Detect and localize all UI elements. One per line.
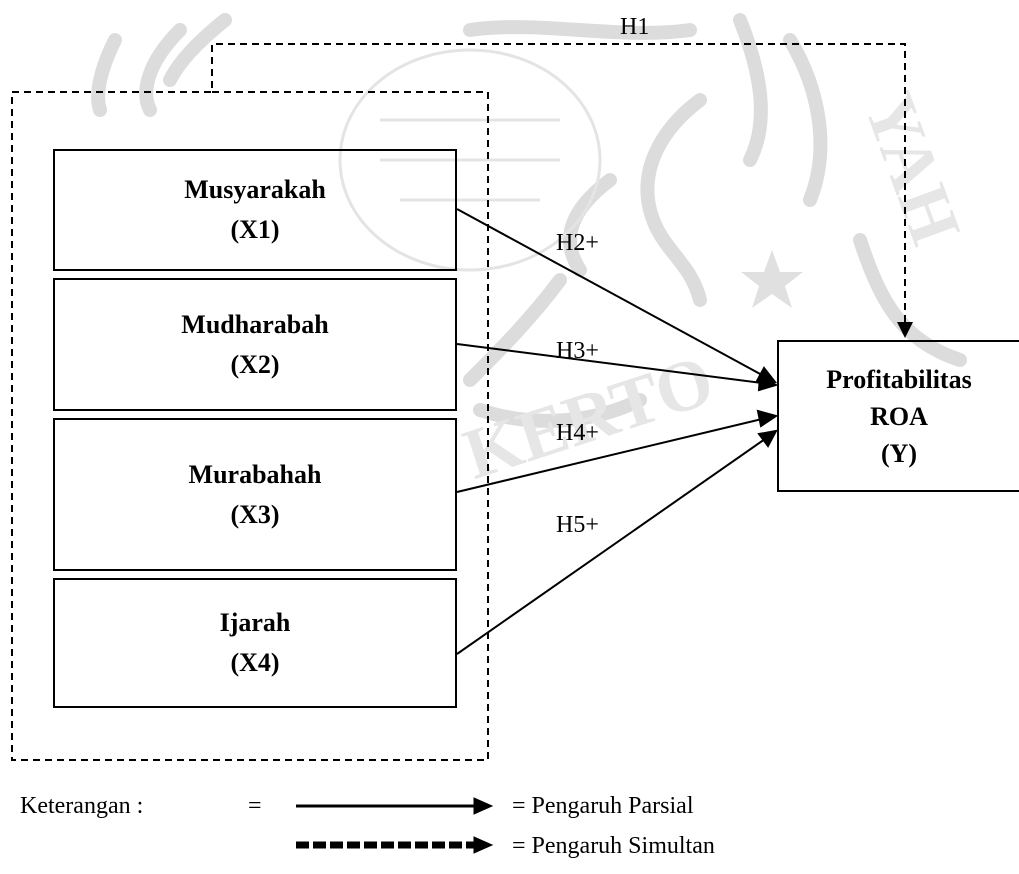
variable-name: Mudharabah bbox=[181, 309, 329, 339]
simultaneous-arrowhead bbox=[897, 322, 913, 338]
variable-box-musyarakah: Musyarakah (X1) bbox=[53, 149, 457, 271]
legend-simultaneous-label: = Pengaruh Simultan bbox=[512, 833, 715, 859]
variable-name: Musyarakah bbox=[184, 175, 326, 204]
hypothesis-label-h2: H2+ bbox=[556, 230, 599, 256]
variable-box-mudharabah: Mudharabah (X2) bbox=[53, 278, 457, 411]
hypothesis-label-h1: H1 bbox=[620, 14, 650, 40]
dependent-variable-line2: ROA bbox=[870, 401, 928, 431]
variable-code: (X4) bbox=[230, 648, 280, 677]
dependent-variable-box: Profitabilitas ROA (Y) bbox=[777, 340, 1019, 492]
hypothesis-label-h3: H3+ bbox=[556, 338, 599, 364]
variable-name: Murabahah bbox=[188, 459, 322, 489]
legend-equals: = bbox=[248, 793, 262, 819]
legend-title: Keterangan : bbox=[20, 793, 144, 819]
variable-code: (X1) bbox=[230, 215, 280, 244]
legend-partial-label: = Pengaruh Parsial bbox=[512, 793, 694, 819]
variable-code: (X3) bbox=[230, 499, 280, 529]
variable-name: Ijarah bbox=[219, 608, 291, 637]
variable-box-murabahah: Murabahah (X3) bbox=[53, 418, 457, 571]
variable-box-ijarah: Ijarah (X4) bbox=[53, 578, 457, 708]
hypothesis-label-h5: H5+ bbox=[556, 512, 599, 538]
hypothesis-label-h4: H4+ bbox=[556, 420, 599, 446]
dependent-variable-line1: Profitabilitas bbox=[826, 364, 972, 394]
variable-code: (X2) bbox=[230, 349, 280, 379]
dependent-variable-code: (Y) bbox=[880, 438, 918, 468]
